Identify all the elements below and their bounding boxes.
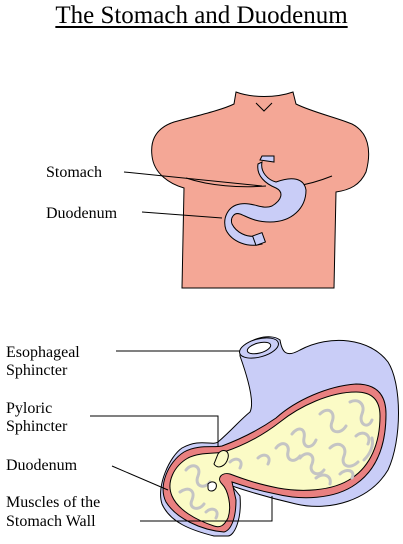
neck-line <box>255 102 273 112</box>
label-muscles-line2: Stomach Wall <box>6 513 96 530</box>
torso-leader-stomach <box>123 171 263 187</box>
duodenum-opening <box>207 481 217 492</box>
label-esophageal-line2: Sphincter <box>6 362 68 379</box>
label-pyloric-line2: Sphincter <box>6 418 68 435</box>
leader-pyloric <box>90 415 219 446</box>
cross-section-illustration: Esophageal Sphincter Pyloric Sphincter D… <box>6 336 399 537</box>
esophageal-lumen <box>246 341 272 355</box>
torso-body <box>151 91 370 289</box>
torso-label-stomach: Stomach <box>46 164 102 181</box>
rugae-folds <box>178 399 374 520</box>
label-esophageal-line1: Esophageal <box>6 344 80 361</box>
duodenum-end <box>251 231 267 247</box>
label-pyloric-line1: Pyloric <box>6 400 52 417</box>
torso-leader-duodenum <box>141 211 223 219</box>
torso-label-duodenum: Duodenum <box>46 205 118 222</box>
esophagus-top <box>259 155 275 163</box>
label-duodenum: Duodenum <box>6 457 78 474</box>
label-muscles-line1: Muscles of the <box>6 494 100 511</box>
stomach-inner-lining <box>169 391 381 528</box>
pyloric-sphincter <box>213 450 229 468</box>
leader-muscles <box>140 496 273 522</box>
page-title: The Stomach and Duodenum <box>55 2 348 29</box>
leader-duodenum <box>111 465 169 491</box>
stomach-shape <box>224 161 307 246</box>
torso-illustration: Stomach Duodenum <box>46 91 370 289</box>
